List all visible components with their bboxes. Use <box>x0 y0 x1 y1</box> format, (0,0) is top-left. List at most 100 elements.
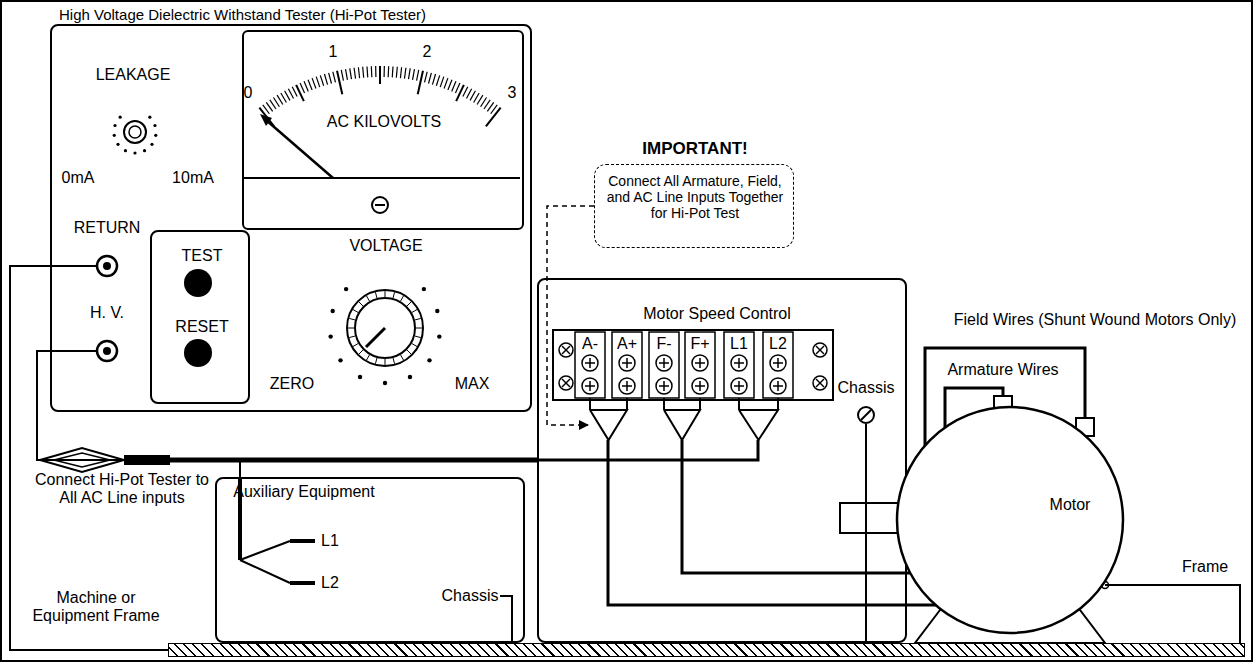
scale-label: 0mA <box>62 169 95 187</box>
block-screw <box>816 346 824 354</box>
box-title: Motor <box>1050 496 1091 514</box>
callout-note: Connect All Armature, Field, and AC Line… <box>599 173 791 221</box>
chassis-label: Chassis <box>838 379 895 397</box>
panel-title: High Voltage Dielectric Withstand Tester… <box>59 6 426 23</box>
zero-adjust-symbol <box>372 197 388 213</box>
scale-number: 2 <box>423 43 432 61</box>
button-label: RESET <box>175 318 228 336</box>
meter-tick <box>429 73 432 84</box>
chassis-label: Chassis <box>442 587 499 605</box>
meter-tick <box>470 91 475 101</box>
meter-tick <box>466 89 471 99</box>
meter-tick <box>266 102 272 111</box>
meter-tick <box>308 80 312 90</box>
knob-ridge <box>401 296 404 301</box>
frame-label: Machine or Equipment Frame <box>23 589 169 626</box>
meter-tick <box>277 95 283 104</box>
scale-label: ZERO <box>270 375 314 393</box>
meter-needle <box>266 120 333 178</box>
button-label: TEST <box>182 247 223 265</box>
dial-dot <box>330 309 334 313</box>
instruction-note: Connect Hi-Pot Tester to All AC Line inp… <box>29 471 215 508</box>
meter-tick <box>337 71 342 94</box>
line-wire <box>290 581 315 585</box>
chassis-screw <box>858 407 874 423</box>
meter-tick <box>417 70 419 81</box>
terminal-screw <box>699 381 701 391</box>
leakage-knob <box>129 126 141 138</box>
terminal-screw <box>770 355 786 371</box>
jumper-wire <box>739 410 778 440</box>
dial-dot <box>435 309 439 313</box>
knob-ridge <box>393 292 395 298</box>
wire-connector <box>10 266 168 650</box>
zero-adjust-symbol <box>375 204 385 206</box>
jumper-wire <box>738 398 740 410</box>
meter-tick <box>392 66 394 77</box>
terminal-block <box>553 330 833 400</box>
meter-tick <box>477 95 483 104</box>
meter-tick <box>316 77 320 87</box>
hv-jack <box>103 347 111 355</box>
meter-tick <box>396 67 398 78</box>
terminal-screw <box>663 381 665 391</box>
dial-dot <box>358 375 362 379</box>
meter-tick <box>320 75 323 85</box>
terminal-screw <box>619 355 635 371</box>
wire-connector <box>37 351 240 477</box>
dial-dot <box>116 143 119 146</box>
block-screw <box>562 346 570 354</box>
meter-tick <box>375 66 376 77</box>
return-lead <box>50 265 97 267</box>
meter-tick <box>444 78 448 88</box>
dial-dot <box>344 287 348 291</box>
dial-dot <box>113 124 116 127</box>
meter-tick <box>404 68 405 79</box>
meter-tick <box>486 108 501 127</box>
block-screw <box>562 379 570 387</box>
scale-number: 3 <box>508 84 517 102</box>
terminal-screw <box>699 358 701 368</box>
jumper-wire <box>663 398 665 410</box>
meter-tick <box>484 100 490 109</box>
terminal-screw <box>731 355 747 371</box>
meter-tick <box>329 73 332 84</box>
meter-tick <box>400 67 401 78</box>
hv-lead <box>240 560 290 583</box>
knob-ridge <box>385 291 386 297</box>
dial-dot <box>148 116 151 119</box>
knob-ridge <box>416 328 422 329</box>
voltage-knob <box>355 298 415 358</box>
dial-dot <box>119 116 122 119</box>
dial-dot <box>427 358 431 362</box>
knob-ridge <box>353 310 358 313</box>
dial-dot <box>338 358 342 362</box>
terminal-screw <box>777 358 779 368</box>
dial-dot <box>113 134 116 137</box>
meter-tick <box>273 97 279 106</box>
wire-connector <box>865 424 867 643</box>
block-screw <box>816 379 824 387</box>
knob-ridge <box>375 292 377 298</box>
meter-tick <box>413 69 415 80</box>
terminal <box>685 332 715 398</box>
jack-label: RETURN <box>74 219 141 237</box>
dial-dot <box>153 124 156 127</box>
frame-band: Machine or Equipment Frame <box>168 643 1245 657</box>
knob-ridge <box>412 344 417 347</box>
reset-button <box>184 339 212 367</box>
block-screw <box>562 379 570 387</box>
meter-tick <box>300 83 304 93</box>
meter-tick <box>448 80 452 90</box>
meter-legend: AC KILOVOLTS <box>327 113 441 131</box>
terminal-screw <box>692 378 708 394</box>
meter-tick <box>354 68 355 79</box>
meter-tick <box>456 85 464 101</box>
meter-tick <box>432 74 435 85</box>
terminal-label: F+ <box>690 335 709 353</box>
meter-tick <box>481 97 487 106</box>
meter-tick <box>296 85 304 101</box>
terminal-screw <box>656 355 672 371</box>
jumper-wire <box>699 398 701 410</box>
